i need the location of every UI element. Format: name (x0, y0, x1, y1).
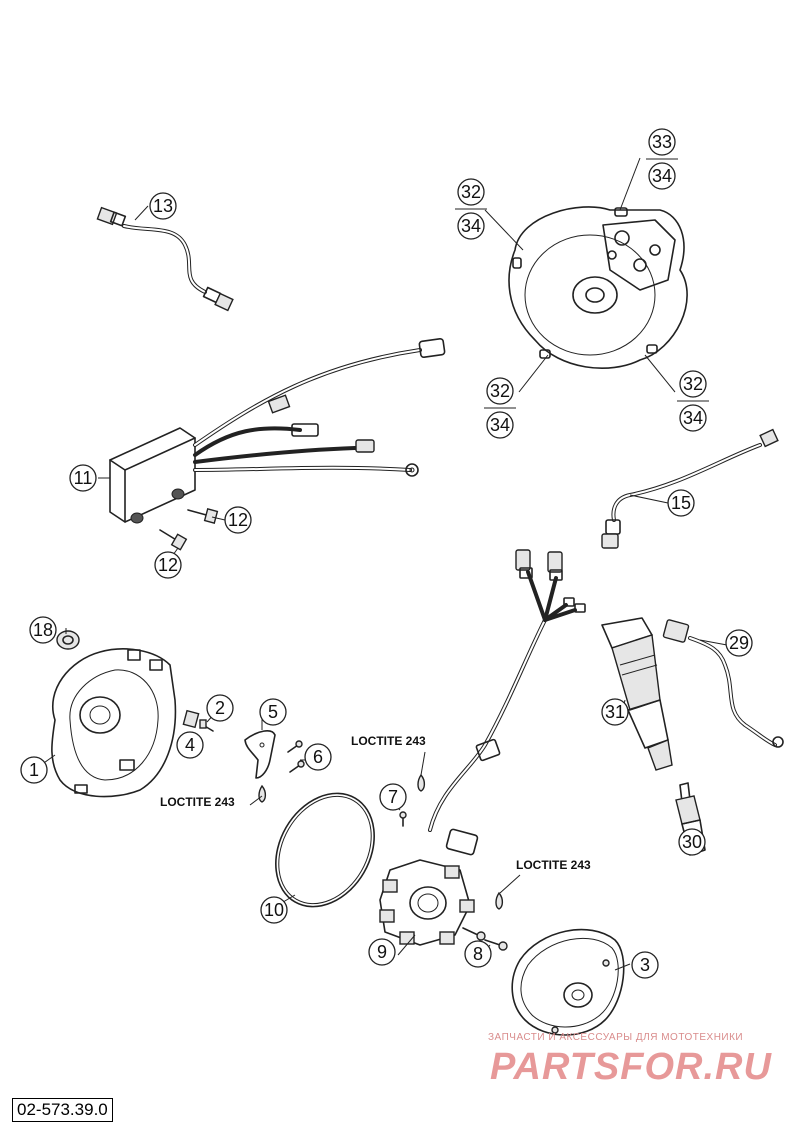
callout-label: 34 (490, 415, 510, 435)
callout-label: 34 (683, 408, 703, 428)
callout-circle (304, 743, 332, 771)
callout-label: 10 (264, 900, 284, 920)
callout-label: 4 (185, 735, 195, 755)
part-cover-plate (508, 206, 688, 369)
callout-circle (260, 896, 288, 924)
callout-label: 8 (473, 944, 483, 964)
callout-circle (20, 756, 48, 784)
loctite-label-8: LOCTITE 243 (516, 858, 591, 872)
callout-label: 13 (153, 196, 173, 216)
callout-circle (259, 698, 287, 726)
callout-label: 15 (671, 493, 691, 513)
part-15-sensor-cable (601, 428, 779, 549)
part-9-stator (379, 549, 586, 946)
callout-circle (648, 128, 676, 156)
loctite-label-7: LOCTITE 243 (351, 734, 426, 748)
callout-label: 12 (158, 555, 178, 575)
loctite-drop-8 (495, 891, 504, 910)
part-13-sensor-cable (96, 206, 234, 312)
part-31-ignition-coil (601, 617, 673, 771)
callout-label: 30 (682, 832, 702, 852)
callout-label: 12 (228, 510, 248, 530)
part-11-cdi-unit (109, 337, 446, 524)
watermark-tagline: ЗАПЧАСТИ И АКСЕССУАРЫ ДЛЯ МОТОТЕХНИКИ (488, 1032, 744, 1043)
callout-label: 7 (388, 787, 398, 807)
part-29-cable (662, 619, 784, 748)
callout-circle (176, 731, 204, 759)
callout-circle (29, 616, 57, 644)
callout-label: 34 (652, 166, 672, 186)
part-8-screws (462, 927, 508, 951)
callout-label: 3 (640, 955, 650, 975)
callout-label: 1 (29, 760, 39, 780)
part-12-bolts (159, 508, 219, 551)
callout-label: 29 (729, 633, 749, 653)
callout-circle (486, 377, 514, 405)
callout-circle (457, 178, 485, 206)
part-3-flywheel (511, 928, 625, 1036)
callout-circle (631, 951, 659, 979)
callout-circle (667, 489, 695, 517)
callout-circle (457, 212, 485, 240)
callout-balloons: 13 33 34 32 34 32 34 32 34 11 12 12 15 18 2 5 4 6 1 29 31 7 10… (20, 128, 753, 979)
loctite-drop-7 (417, 773, 426, 792)
document-code: 02-573.39.0 (12, 1098, 113, 1122)
callout-circle (368, 938, 396, 966)
callout-circle (69, 464, 97, 492)
callout-circle (379, 783, 407, 811)
part-6-screws (287, 740, 305, 773)
part-7-screw (399, 811, 407, 827)
callout-circle (206, 694, 234, 722)
callout-label: 33 (652, 132, 672, 152)
callout-circle (154, 551, 182, 579)
part-1-generator-cover (51, 648, 177, 798)
part-18-plug (56, 630, 80, 650)
callout-label: 11 (74, 468, 93, 488)
watermark-logo: PARTSFOR.RU (490, 1046, 772, 1088)
callout-label: 9 (377, 942, 387, 962)
callout-label: 32 (461, 182, 481, 202)
callout-label: 32 (683, 374, 703, 394)
part-4-nut (182, 709, 200, 729)
callout-label: 18 (33, 620, 53, 640)
callout-label: 34 (461, 216, 481, 236)
callout-circle (224, 506, 252, 534)
callout-circle (601, 698, 629, 726)
callout-label: 5 (268, 702, 278, 722)
part-5-trigger-plate (244, 730, 276, 779)
loctite-label-6: LOCTITE 243 (160, 795, 235, 809)
callout-circle (679, 404, 707, 432)
callout-circle (486, 411, 514, 439)
callout-circle (725, 629, 753, 657)
callout-label: 2 (215, 698, 225, 718)
callout-circle (679, 370, 707, 398)
part-30-spark-plug (675, 782, 706, 856)
callout-circle (678, 828, 706, 856)
leader-lines (33, 157, 728, 971)
callout-label: 32 (490, 381, 510, 401)
callout-circle (149, 192, 177, 220)
part-10-o-ring (275, 792, 375, 908)
callout-circle (464, 940, 492, 968)
callout-circle (648, 162, 676, 190)
loctite-drop-6 (258, 784, 267, 803)
callout-label: 31 (605, 702, 625, 722)
callout-label: 6 (313, 747, 323, 767)
part-2-screw (199, 719, 214, 732)
